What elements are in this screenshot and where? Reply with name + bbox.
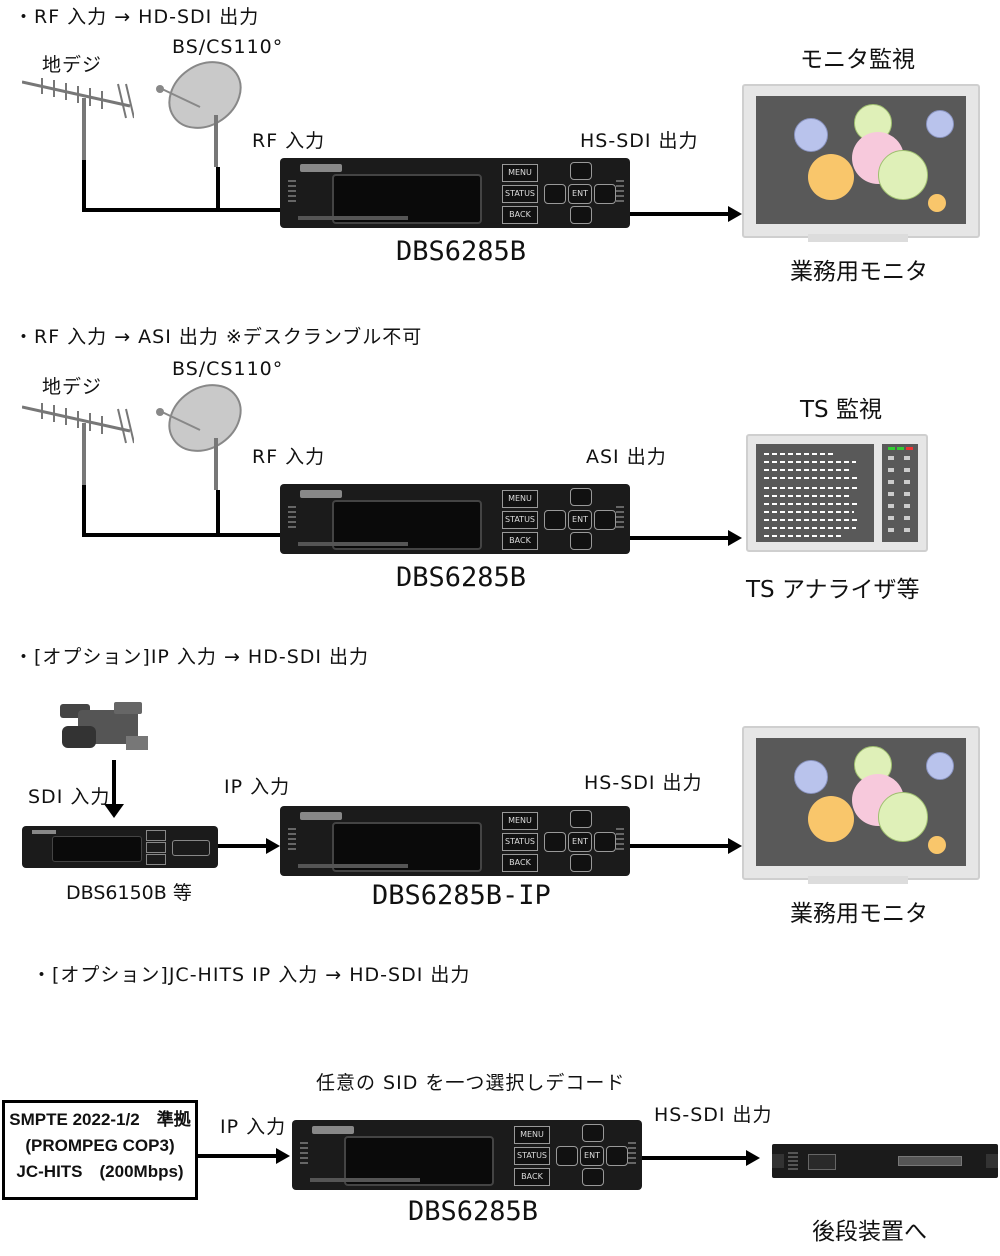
bs-cs-label: BS/CS110° — [172, 36, 284, 58]
menu-button[interactable]: MENU — [502, 812, 538, 830]
video-camera-icon — [60, 702, 148, 750]
section-4-header: ・[オプション]JC-HITS IP 入力 → HD-SDI 出力 — [32, 964, 471, 986]
up-button[interactable] — [582, 1124, 604, 1142]
terrestrial-label: 地デジ — [42, 54, 103, 76]
satellite-dish-icon — [156, 384, 242, 490]
small-device-name: DBS6150B 等 — [66, 882, 192, 904]
broadcast-monitor — [742, 726, 980, 880]
terrestrial-antenna-icon — [22, 78, 134, 160]
status-button[interactable]: STATUS — [514, 1147, 550, 1165]
terrestrial-label: 地デジ — [42, 376, 103, 398]
section-2-header: ・RF 入力 → ASI 出力 ※デスクランブル不可 — [14, 326, 423, 348]
down-button[interactable] — [570, 854, 592, 872]
ent-button[interactable]: ENT — [568, 184, 592, 204]
dbs6150b-device — [22, 826, 218, 868]
arrow-down-icon — [104, 804, 124, 818]
monitor-title: TS 監視 — [800, 397, 882, 423]
right-button[interactable] — [594, 832, 616, 852]
monitor-caption: 業務用モニタ — [790, 901, 928, 927]
ip-input-label: IP 入力 — [224, 776, 291, 798]
dbs6285b-device: MENU STATUS BACK ENT — [280, 484, 630, 554]
source-spec-box: SMPTE 2022-1/2 準拠 (PROMPEG COP3) JC-HITS… — [2, 1100, 198, 1200]
output-label: HS-SDI 出力 — [580, 130, 699, 152]
down-button[interactable] — [582, 1168, 604, 1186]
dbs6285b-device: MENU STATUS BACK ENT — [292, 1120, 642, 1190]
rf-input-label: RF 入力 — [252, 446, 326, 468]
back-button[interactable]: BACK — [514, 1168, 550, 1186]
dbs6285b-device: MENU STATUS BACK ENT — [280, 158, 630, 228]
left-button[interactable] — [544, 832, 566, 852]
device-name: DBS6285B — [408, 1196, 539, 1227]
right-button[interactable] — [594, 184, 616, 204]
ts-analyzer — [746, 434, 928, 552]
broadcast-monitor — [742, 84, 980, 238]
left-button[interactable] — [544, 510, 566, 530]
status-button[interactable]: STATUS — [502, 511, 538, 529]
output-label: ASI 出力 — [586, 446, 667, 468]
output-label: HS-SDI 出力 — [654, 1104, 773, 1126]
menu-button[interactable]: MENU — [502, 490, 538, 508]
up-button[interactable] — [570, 488, 592, 506]
downstream-caption: 後段装置へ — [812, 1219, 927, 1245]
spec-line-2: (PROMPEG COP3) — [25, 1136, 175, 1155]
sdi-input-label: SDI 入力 — [28, 786, 111, 808]
satellite-dish-icon — [156, 61, 242, 167]
back-button[interactable]: BACK — [502, 532, 538, 550]
device-name: DBS6285B — [396, 562, 527, 593]
ent-button[interactable]: ENT — [568, 832, 592, 852]
down-button[interactable] — [570, 532, 592, 550]
rf-input-label: RF 入力 — [252, 130, 326, 152]
ts-analyzer-screen — [764, 453, 860, 537]
ts-analyzer-caption: TS アナライザ等 — [746, 577, 920, 603]
up-button[interactable] — [570, 810, 592, 828]
device-name: DBS6285B-IP — [372, 880, 551, 911]
ip-input-label: IP 入力 — [220, 1116, 287, 1138]
back-button[interactable]: BACK — [502, 854, 538, 872]
spec-line-1: SMPTE 2022-1/2 準拠 — [9, 1110, 191, 1129]
spec-line-3: JC-HITS (200Mbps) — [16, 1162, 184, 1181]
right-button[interactable] — [594, 510, 616, 530]
section-3-header: ・[オプション]IP 入力 → HD-SDI 出力 — [14, 646, 370, 668]
bs-cs-label: BS/CS110° — [172, 358, 284, 380]
output-label: HS-SDI 出力 — [584, 772, 703, 794]
status-button[interactable]: STATUS — [502, 185, 538, 203]
monitor-caption: 業務用モニタ — [790, 259, 928, 285]
downstream-equipment — [772, 1144, 998, 1178]
dbs6285b-ip-device: MENU STATUS BACK ENT — [280, 806, 630, 876]
status-button[interactable]: STATUS — [502, 833, 538, 851]
menu-button[interactable]: MENU — [502, 164, 538, 182]
device-name: DBS6285B — [396, 236, 527, 267]
back-button[interactable]: BACK — [502, 206, 538, 224]
ent-button[interactable]: ENT — [580, 1146, 604, 1166]
decode-note: 任意の SID を一つ選択しデコード — [316, 1072, 626, 1094]
section-1-header: ・RF 入力 → HD-SDI 出力 — [14, 6, 260, 28]
left-button[interactable] — [556, 1146, 578, 1166]
ent-button[interactable]: ENT — [568, 510, 592, 530]
menu-button[interactable]: MENU — [514, 1126, 550, 1144]
down-button[interactable] — [570, 206, 592, 224]
up-button[interactable] — [570, 162, 592, 180]
left-button[interactable] — [544, 184, 566, 204]
right-button[interactable] — [606, 1146, 628, 1166]
monitor-title: モニタ監視 — [800, 47, 915, 73]
terrestrial-antenna-icon — [22, 403, 134, 485]
